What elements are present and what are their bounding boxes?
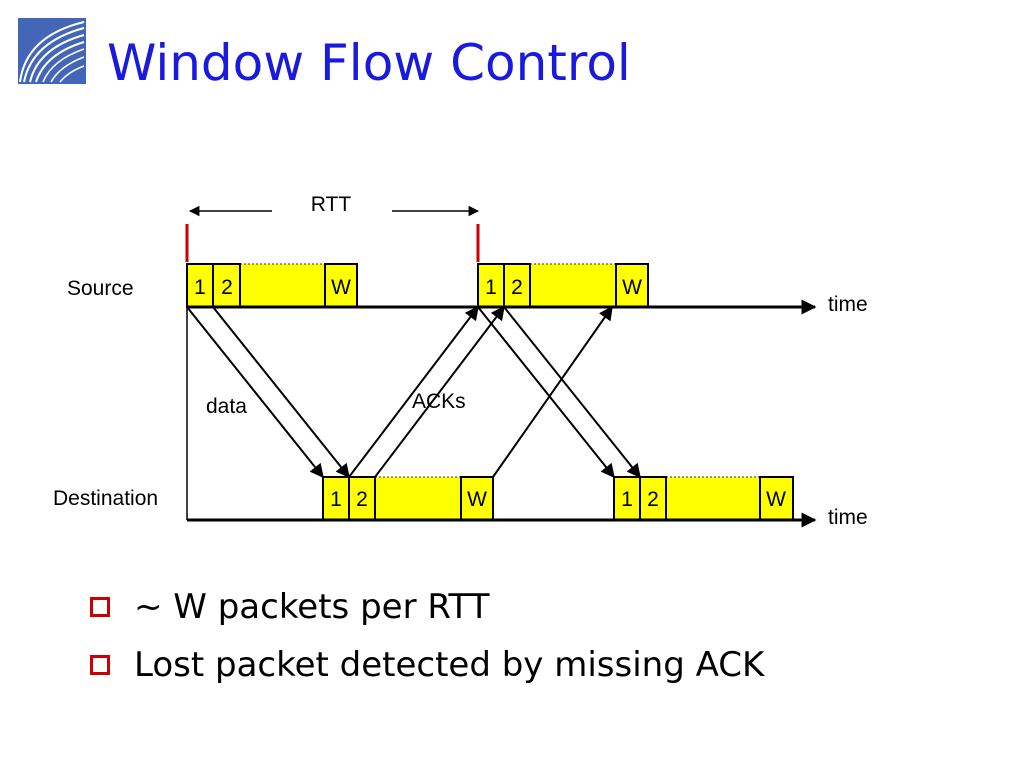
destination-window-2: 1 2 W [613,476,794,521]
data-arrow [212,306,350,479]
source-label: Source [67,277,134,300]
destination-label: Destination [53,487,158,510]
page-title: Window Flow Control [107,34,631,92]
rtt-label: RTT [311,193,352,216]
bullet-item: ~ W packets per RTT [90,578,764,636]
logo-icon [18,18,86,84]
ack-arrow [374,305,505,478]
packet-1-label: 1 [194,276,206,299]
flow-control-diagram: RTT Source Destination time time data AC… [53,193,868,529]
bullet-text: ~ W packets per RTT [134,587,490,627]
packet-w-label: W [766,488,786,511]
destination-window-1: 1 2 W [322,476,494,521]
bullet-list: ~ W packets per RTT Lost packet detected… [90,578,764,694]
packet-w-label: W [622,276,642,299]
packet-1-label: 1 [330,488,342,511]
source-time-label: time [828,293,868,316]
rtt-indicator: RTT [185,193,480,262]
ack-arrow [492,305,613,478]
packet-2-label: 2 [511,276,523,299]
bullet-text: Lost packet detected by missing ACK [134,645,765,685]
source-window-2: 1 2 W [477,263,649,308]
data-label: data [206,395,247,418]
square-bullet-icon [90,597,110,617]
packet-2-label: 2 [221,276,233,299]
data-arrow [477,306,615,479]
packet-2-label: 2 [356,488,368,511]
ack-arrow [348,305,479,478]
acks-label: ACKs [412,390,466,413]
packet-w-label: W [331,276,351,299]
data-arrow [503,306,641,479]
destination-time-label: time [828,506,868,529]
bullet-item: Lost packet detected by missing ACK [90,636,764,694]
packet-1-label: 1 [485,276,497,299]
source-window-1: 1 2 W [186,263,358,308]
packet-1-label: 1 [621,488,633,511]
square-bullet-icon [90,655,110,675]
data-arrow [186,306,324,479]
packet-w-label: W [467,488,487,511]
packet-2-label: 2 [647,488,659,511]
